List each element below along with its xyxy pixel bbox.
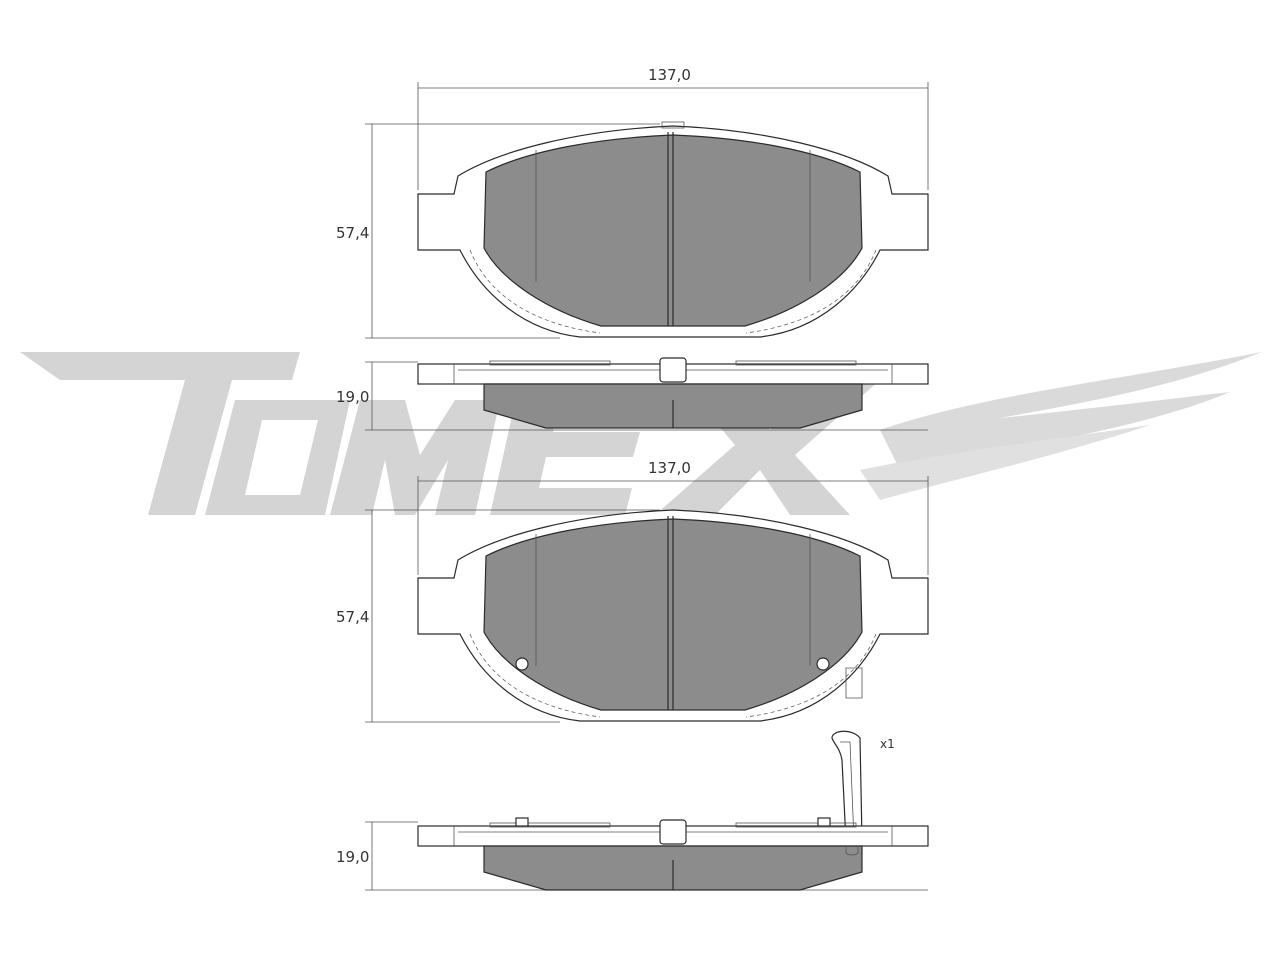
bottom-pad-hole-left [515, 657, 529, 671]
top-pad-height-label: 57,4 [336, 224, 369, 242]
bottom-pad-view: 137,0 57,4 [336, 459, 929, 723]
top-pad-width-label: 137,0 [648, 66, 691, 84]
top-side-view: 19,0 [336, 357, 929, 431]
bottom-pad-width-label: 137,0 [648, 459, 691, 477]
bottom-pad-height-label: 57,4 [336, 608, 369, 626]
bottom-side-thickness-label: 19,0 [336, 848, 369, 866]
top-pad-view: 137,0 57,4 [336, 66, 929, 339]
bottom-pad-hole-right [816, 657, 830, 671]
top-side-thickness-label: 19,0 [336, 388, 369, 406]
bottom-side-view: 19,0 [336, 817, 929, 891]
accessory-quantity-label: x1 [880, 737, 895, 751]
